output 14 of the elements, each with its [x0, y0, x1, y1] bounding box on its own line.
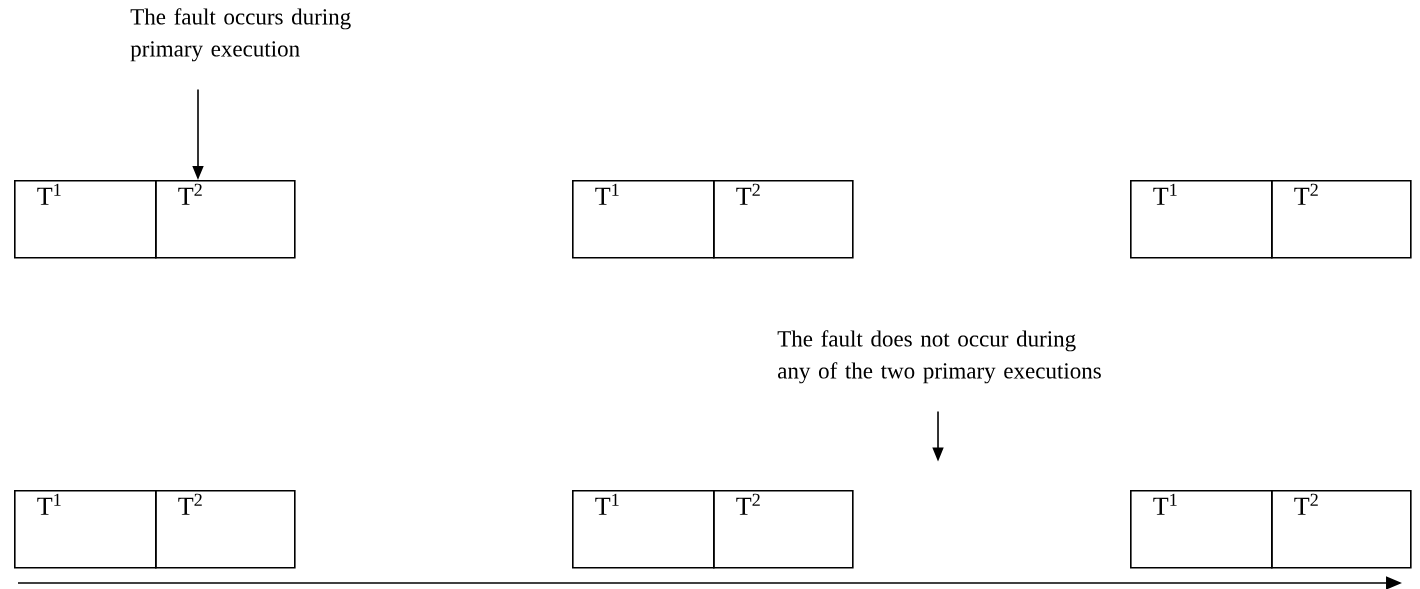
annotation-text: The fault does not occur during any of the two primary executions [777, 330, 1101, 384]
task-cell: T$^{1}$ [14, 180, 157, 259]
task-cell: T$^{2}$ [713, 180, 854, 259]
task-cell: T$^{2}$ [1271, 490, 1412, 569]
annotation-text: The fault occurs during primary execution [130, 8, 351, 62]
task-cell: T$^{1}$ [572, 180, 715, 259]
task-cell: T$^{2}$ [155, 490, 296, 569]
task-cell: T$^{2}$ [1271, 180, 1412, 259]
task-cell: T$^{2}$ [155, 180, 296, 259]
task-cell: T$^{2}$ [713, 490, 854, 569]
task-cell: T$^{1}$ [1130, 180, 1273, 259]
task-cell: T$^{1}$ [14, 490, 157, 569]
task-cell: T$^{1}$ [1130, 490, 1273, 569]
task-cell: T$^{1}$ [572, 490, 715, 569]
